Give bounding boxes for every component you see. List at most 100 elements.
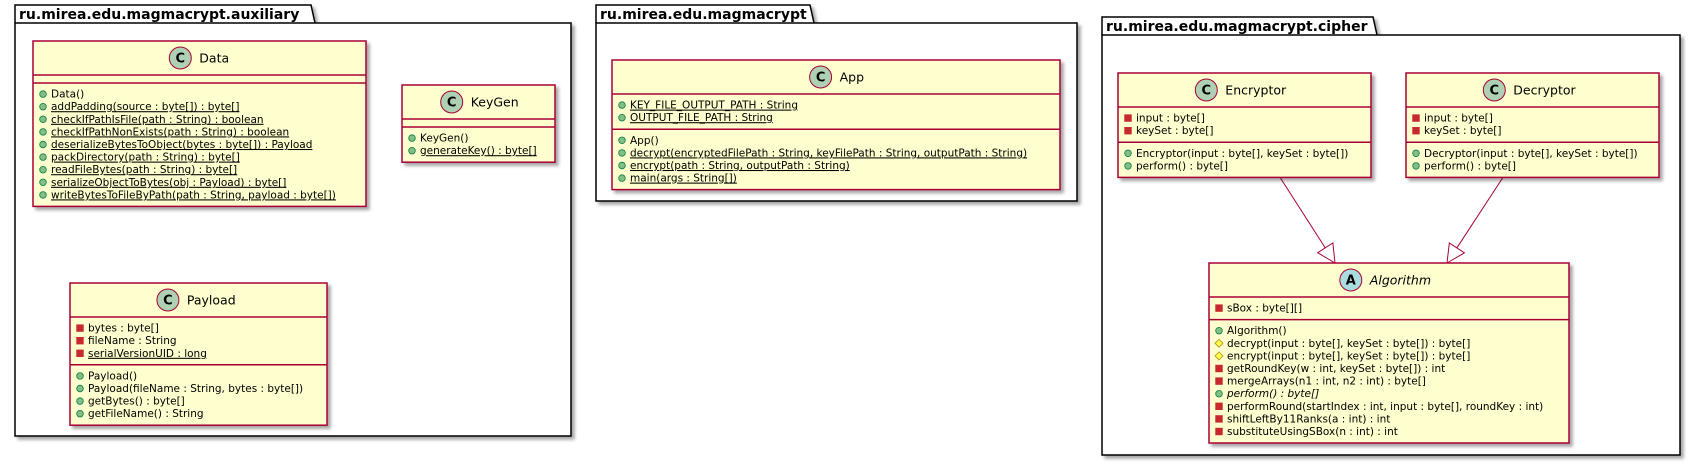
stereotype-glyph: A (1346, 274, 1356, 289)
public-visibility-icon (39, 140, 47, 149)
class-name: App (840, 70, 864, 85)
method: decrypt(input : byte[], keySet : byte[])… (1227, 338, 1470, 350)
public-visibility-icon (76, 410, 84, 418)
method: perform() : byte[] (1226, 388, 1319, 400)
method: perform() : byte[] (1424, 160, 1516, 172)
method: shiftLeftBy11Ranks(a : int) : int (1227, 413, 1390, 425)
stereotype-glyph: C (1202, 84, 1212, 99)
public-visibility-icon (39, 128, 47, 136)
package-tab (595, 4, 815, 24)
public-visibility-icon (408, 134, 416, 142)
private-visibility-icon (1215, 427, 1223, 436)
method: getRoundKey(w : int, keySet : byte[]) : … (1227, 363, 1445, 375)
public-visibility-icon (1215, 327, 1223, 335)
inheritance-arrowhead (1316, 242, 1336, 264)
method: Decryptor(input : byte[], keySet : byte[… (1424, 148, 1638, 160)
private-visibility-icon (1412, 114, 1420, 122)
public-visibility-icon (618, 174, 626, 182)
inheritance-arrowhead (1446, 242, 1466, 264)
stereotype-glyph: C (816, 71, 826, 86)
public-visibility-icon (1124, 149, 1132, 157)
method: Data() (51, 89, 84, 101)
abstract-class-icon (1339, 268, 1363, 292)
method: readFileBytes(path : String) : byte[] (51, 164, 237, 176)
method: Payload() (88, 370, 137, 382)
class-box (69, 282, 328, 426)
method: Algorithm() (1227, 325, 1287, 337)
field: keySet : byte[] (1424, 125, 1501, 137)
method: getFileName() : String (88, 408, 204, 420)
method: checkIfPathNonExists(path : String) : bo… (51, 126, 289, 138)
method: packDirectory(path : String) : byte[] (51, 152, 240, 164)
method: Encryptor(input : byte[], keySet : byte[… (1136, 148, 1348, 160)
class-box (611, 59, 1061, 191)
stereotype-glyph: C (176, 52, 186, 67)
stereotype-glyph: C (1490, 84, 1500, 99)
method: encrypt(path : String, outputPath : Stri… (630, 160, 850, 172)
class-box (1208, 262, 1570, 444)
public-visibility-icon (1215, 390, 1223, 398)
method: Payload(fileName : String, bytes : byte[… (88, 383, 303, 395)
method: mergeArrays(n1 : int, n2 : int) : byte[] (1227, 376, 1426, 388)
method: main(args : String[]) (630, 173, 737, 185)
public-visibility-icon (76, 397, 84, 405)
edge-line (1279, 177, 1326, 249)
field: serialVersionUID : long (88, 348, 207, 360)
class-name: Payload (187, 293, 236, 308)
class-box (1405, 72, 1660, 179)
method: substituteUsingSBox(n : int) : int (1227, 426, 1398, 438)
class-name: KeyGen (471, 95, 519, 110)
method: performRound(startIndex : int, input : b… (1227, 401, 1543, 413)
private-visibility-icon (76, 324, 84, 332)
public-visibility-icon (618, 101, 626, 109)
stereotype-glyph: C (447, 96, 457, 111)
private-visibility-icon (76, 349, 84, 357)
field: OUTPUT_FILE_PATH : String (630, 112, 773, 124)
class-box (401, 84, 556, 163)
private-visibility-icon (1215, 377, 1223, 385)
public-visibility-icon (39, 153, 47, 161)
private-visibility-icon (1215, 304, 1223, 312)
private-visibility-icon (76, 336, 84, 345)
private-visibility-icon (1215, 364, 1223, 373)
public-visibility-icon (1412, 162, 1420, 170)
method: generateKey() : byte[] (420, 145, 537, 157)
public-visibility-icon (76, 384, 84, 393)
public-visibility-icon (39, 115, 47, 123)
private-visibility-icon (1412, 127, 1420, 135)
class-icon (809, 65, 833, 89)
class-name: Decryptor (1513, 83, 1576, 98)
public-visibility-icon (39, 90, 47, 98)
protected-visibility-icon (1214, 351, 1224, 361)
public-visibility-icon (1124, 162, 1132, 170)
private-visibility-icon (1124, 114, 1132, 122)
method: addPadding(source : byte[]) : byte[] (51, 101, 239, 113)
package-name: ru.mirea.edu.magmacrypt.cipher (1106, 19, 1368, 35)
class-icon (156, 288, 180, 312)
stereotype-glyph: C (163, 294, 173, 309)
package-name: ru.mirea.edu.magmacrypt (600, 7, 807, 23)
method: App() (630, 135, 659, 147)
class-icon (1482, 78, 1506, 102)
field: bytes : byte[] (88, 323, 159, 335)
private-visibility-icon (1124, 127, 1132, 135)
public-visibility-icon (76, 372, 84, 380)
protected-visibility-icon (1214, 338, 1224, 348)
package-tab (14, 4, 316, 24)
field: sBox : byte[][] (1227, 303, 1302, 315)
method: serializeObjectToBytes(obj : Payload) : … (51, 177, 286, 189)
public-visibility-icon (618, 149, 626, 157)
package-name: ru.mirea.edu.magmacrypt.auxiliary (19, 7, 299, 23)
class-icon (440, 90, 464, 114)
class-name: Data (199, 51, 229, 66)
method: decrypt(encryptedFilePath : String, keyF… (630, 147, 1027, 159)
package-tab (1101, 16, 1378, 36)
